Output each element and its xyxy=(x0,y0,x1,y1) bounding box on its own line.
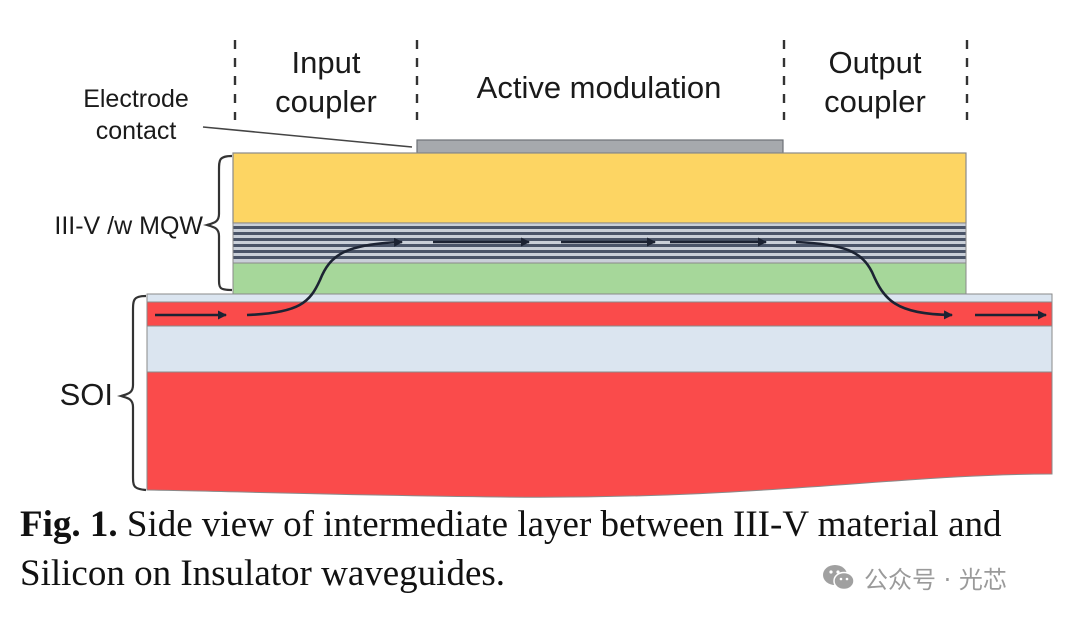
iii-v-label: III-V /w MQW xyxy=(54,212,203,240)
iii-v-lower-layer xyxy=(232,262,967,295)
active-modulation-label: Active modulation xyxy=(477,70,722,105)
mqw-stack xyxy=(232,222,967,264)
bonding-oxide-layer xyxy=(146,293,1053,303)
input-coupler-label: Input xyxy=(292,45,361,80)
watermark: 公众号 · 光芯 xyxy=(822,560,1007,595)
soi-brace xyxy=(116,294,147,492)
light-path xyxy=(155,237,1047,320)
wechat-icon xyxy=(823,564,855,590)
soi-label: SOI xyxy=(60,377,113,412)
electrode-contact-label: Electrode xyxy=(83,85,189,113)
output-coupler-label: coupler xyxy=(824,84,926,119)
output-coupler-label: Output xyxy=(828,45,921,80)
input-coupler-label: coupler xyxy=(275,84,377,119)
silicon-substrate xyxy=(146,371,1053,498)
electrode-contact-label: contact xyxy=(96,117,177,145)
silicon-waveguide-layer xyxy=(146,301,1053,327)
figure-number: Fig. 1. xyxy=(20,504,118,545)
watermark-text: 公众号 · 光芯 xyxy=(864,566,1007,594)
figure-caption-text: Side view of intermediate layer between … xyxy=(20,504,1002,594)
electrode-leader-line xyxy=(202,126,413,148)
figure-caption: Fig. 1. Side view of intermediate layer … xyxy=(20,500,1060,598)
buried-oxide-layer xyxy=(146,325,1053,373)
coupler-diagram: Input coupler Active modulation Output c… xyxy=(54,40,1053,498)
taper-down-arrow xyxy=(795,240,953,320)
electrode-contact xyxy=(416,139,784,154)
iii-v-brace xyxy=(202,154,233,292)
iii-v-cladding-layer xyxy=(232,152,967,224)
taper-up-arrow xyxy=(246,237,403,317)
